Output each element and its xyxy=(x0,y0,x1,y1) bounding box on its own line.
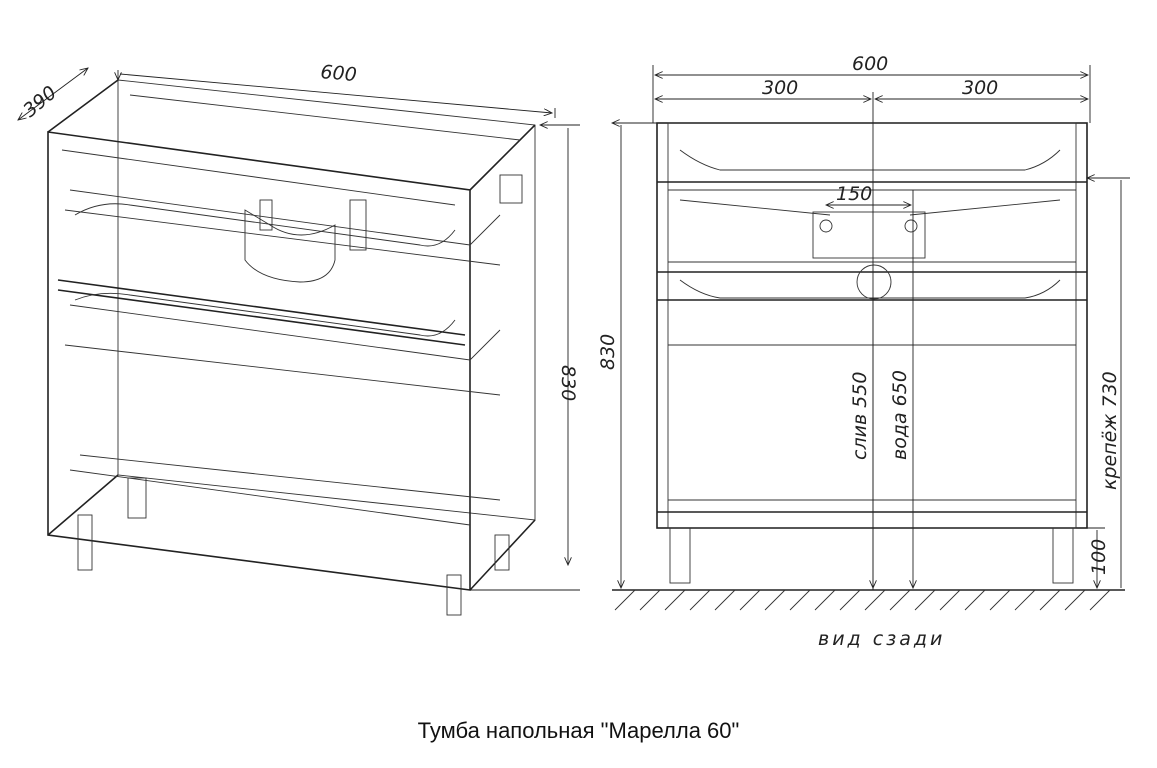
leg xyxy=(669,527,691,584)
rear-half-right-label: 300 xyxy=(962,77,998,99)
iso-depth-label: 390 xyxy=(19,82,61,122)
leg xyxy=(446,574,462,616)
leg xyxy=(77,514,93,571)
leg xyxy=(1052,527,1074,584)
iso-height-label: 830 xyxy=(557,365,579,401)
rear-half-left-label: 300 xyxy=(762,77,798,99)
rear-height-label: 830 xyxy=(597,334,619,370)
rear-width-label: 600 xyxy=(852,53,888,75)
leg xyxy=(127,477,147,519)
iso-width-label: 600 xyxy=(320,61,358,86)
drawing-caption: Тумба напольная "Марелла 60" xyxy=(417,718,740,743)
mount-height-label: крепёж 730 xyxy=(1099,371,1121,490)
water-height-label: вода 650 xyxy=(889,370,911,460)
rear-view-cabinet: 600 300 300 150 830 слив 550 вода 650 кр… xyxy=(597,53,1130,650)
hole-spacing-label: 150 xyxy=(836,183,872,205)
drain-height-label: слив 550 xyxy=(849,372,871,460)
view-title: вид сзади xyxy=(818,628,945,650)
leg-height-label: 100 xyxy=(1088,539,1110,575)
isometric-cabinet: 600 390 830 xyxy=(18,61,580,616)
leg xyxy=(494,534,510,571)
